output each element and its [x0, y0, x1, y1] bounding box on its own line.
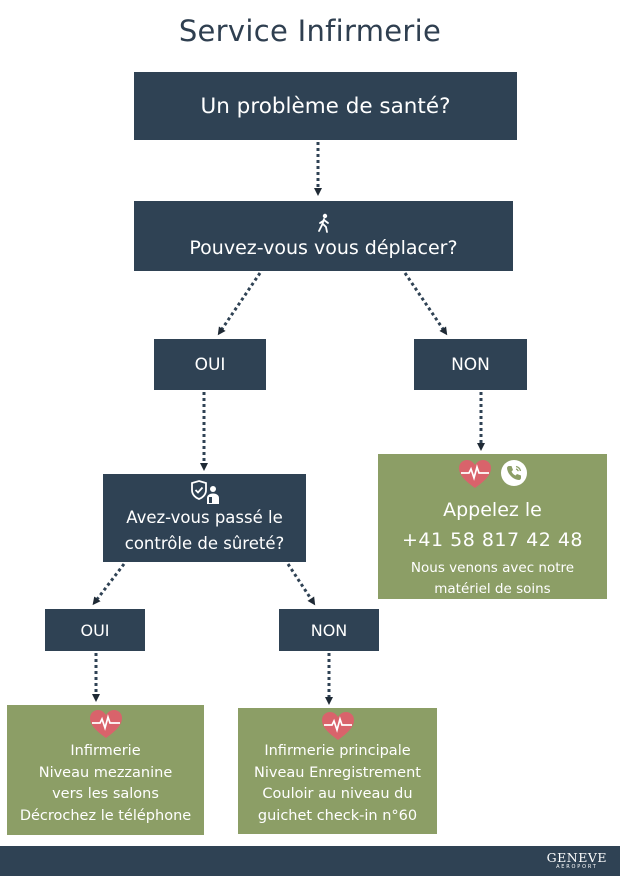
logo-sub: AEROPORT	[556, 864, 598, 870]
question-can-move: Pouvez-vous vous déplacer?	[134, 201, 513, 271]
phone-icon	[500, 460, 527, 486]
q3-line2: contrôle de sûreté?	[124, 534, 285, 553]
left-line4: Décrochez le téléphone	[19, 807, 192, 824]
heart-pulse-icon	[321, 712, 354, 740]
arrow-q2-non	[403, 272, 448, 336]
arrow-q3-oui	[92, 563, 126, 606]
answer-yes-move: OUI	[154, 339, 266, 390]
call-phone-number: +41 58 817 42 48	[401, 529, 584, 551]
question-can-move-label: Pouvez-vous vous déplacer?	[189, 237, 458, 259]
answer-no-move: NON	[414, 339, 527, 390]
infirmary-main-box: Infirmerie principale Niveau Enregistrem…	[238, 708, 437, 834]
question-security-passed: Avez-vous passé le contrôle de sûreté?	[103, 474, 306, 562]
right-line4: guichet check-in n°60	[257, 807, 418, 824]
question-health-problem: Un problème de santé?	[134, 72, 517, 140]
geneve-aeroport-logo: GENEVE AEROPORT	[546, 850, 607, 871]
call-line1: Appelez le	[443, 499, 542, 521]
left-line1: Infirmerie	[70, 743, 141, 759]
answer-no-security: NON	[279, 609, 379, 651]
call-info-box: Appelez le +41 58 817 42 48 Nous venons …	[378, 454, 607, 599]
call-line3: Nous venons avec notre	[410, 560, 575, 576]
logo-word: GENEVE	[546, 850, 607, 865]
infirmary-mezzanine-box: Infirmerie Niveau mezzanine vers les sal…	[7, 705, 204, 835]
heart-pulse-icon	[89, 710, 122, 738]
call-line4: matériel de soins	[434, 581, 551, 597]
footer-bar: GENEVE AEROPORT	[0, 846, 620, 876]
right-line3: Couloir au niveau du	[262, 786, 413, 802]
right-line2: Niveau Enregistrement	[254, 764, 421, 781]
page-title: Service Infirmerie	[178, 14, 442, 48]
arrow-q3-non	[286, 563, 316, 606]
left-line2: Niveau mezzanine	[38, 764, 173, 781]
left-line3: vers les salons	[52, 786, 159, 802]
heart-pulse-icon	[458, 460, 491, 488]
security-check-icon	[190, 480, 219, 504]
right-line1: Infirmerie principale	[264, 743, 411, 759]
arrow-q2-oui	[217, 272, 262, 336]
walking-person-icon	[317, 213, 329, 233]
q3-line1: Avez-vous passé le	[126, 508, 283, 527]
answer-yes-security: OUI	[45, 609, 145, 651]
